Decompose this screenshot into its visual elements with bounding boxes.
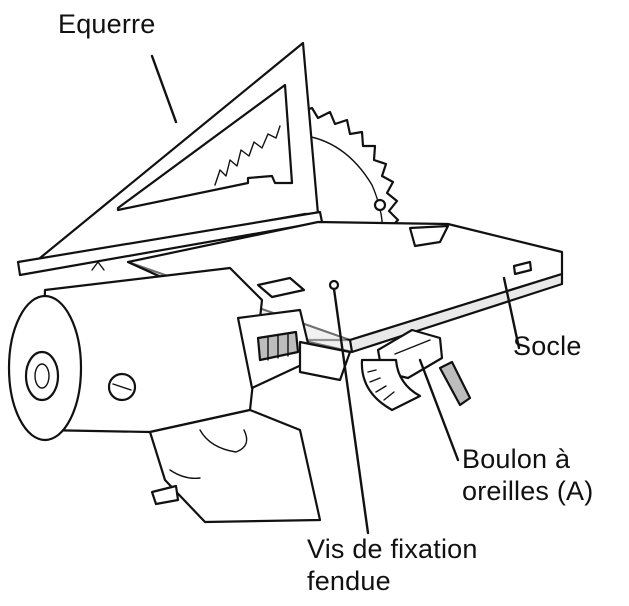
label-socle: Socle <box>513 330 582 362</box>
leader-equerre <box>150 54 178 124</box>
wing-bolt-a <box>360 328 472 412</box>
label-slotted-screw-line2: fendue <box>307 566 391 596</box>
label-equerre-text: Equerre <box>58 9 156 39</box>
leader-vis <box>332 287 370 535</box>
leader-socle <box>502 276 521 350</box>
label-wing-bolt-line1: Boulon à <box>462 444 571 474</box>
saw-handle <box>148 408 322 524</box>
label-wing-bolt-line2: oreilles (A) <box>462 476 594 506</box>
label-equerre: Equerre <box>58 8 155 40</box>
leader-boulon <box>418 358 460 462</box>
set-square-equerre <box>16 41 324 277</box>
label-wing-bolt: Boulon à oreilles (A) <box>462 443 593 507</box>
label-slotted-screw: Vis de fixation fendue <box>307 533 478 597</box>
label-slotted-screw-line1: Vis de fixation <box>307 534 478 564</box>
label-socle-text: Socle <box>513 331 582 361</box>
motor-housing <box>7 266 352 442</box>
